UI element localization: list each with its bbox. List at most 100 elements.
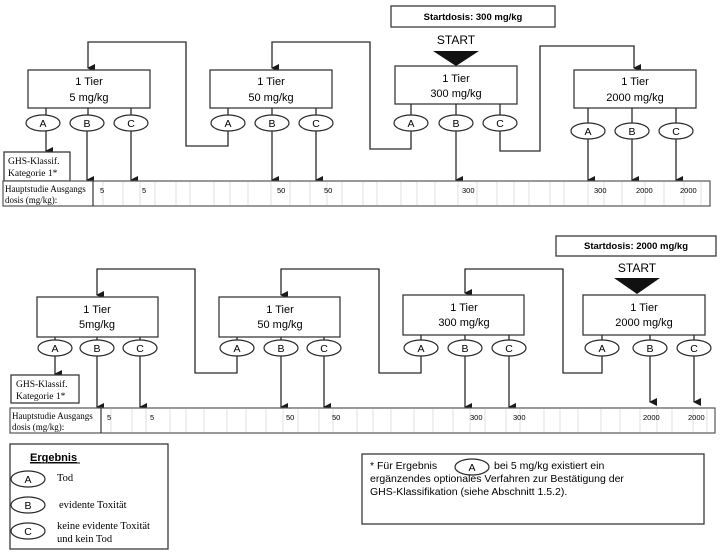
- step-dose: 2000 mg/kg: [606, 92, 663, 104]
- svg-text:B: B: [452, 118, 459, 130]
- start-triangle-icon: [614, 278, 660, 294]
- strip-value: 2000: [680, 186, 697, 195]
- svg-text:C: C: [505, 343, 513, 355]
- svg-text:C: C: [690, 343, 698, 355]
- connector-a2-to-step1: [87, 41, 229, 147]
- svg-text:A: A: [598, 343, 605, 355]
- step-dose: 50 mg/kg: [248, 92, 293, 104]
- step-box-5: 1 Tier 5mg/kg: [36, 296, 159, 338]
- connector-a3-to-step2: [280, 268, 422, 374]
- result-arrows: [45, 131, 683, 184]
- outcome-b: B: [632, 339, 668, 357]
- step-box-2000: 1 Tier 2000 mg/kg: [582, 294, 706, 336]
- strip-value: 50: [324, 186, 332, 195]
- svg-text:C: C: [320, 343, 328, 355]
- strip-value: 2000: [636, 186, 653, 195]
- strip-value: 2000: [643, 413, 660, 422]
- svg-text:A: A: [407, 118, 414, 130]
- legend-item-a: A Tod: [10, 470, 74, 488]
- strip-gridlines: [110, 409, 708, 432]
- svg-text:A: A: [584, 126, 591, 138]
- strip-label: Hauptstudie Ausgangs: [5, 184, 86, 194]
- step-animals: 1 Tier: [621, 76, 649, 88]
- connector-a3-to-step2: [271, 41, 412, 150]
- strip-value: 2000: [688, 413, 705, 422]
- outcome-stems: [45, 104, 677, 123]
- startdosis-label: Startdosis: 2000 mg/kg: [584, 241, 688, 252]
- strip-label: dosis (mg/kg):: [5, 195, 57, 205]
- step-dose: 50 mg/kg: [257, 319, 302, 331]
- svg-text:A: A: [417, 343, 424, 355]
- strip-value: 300: [594, 186, 607, 195]
- svg-text:evidente Toxität: evidente Toxität: [59, 500, 127, 511]
- strip-value: 50: [286, 413, 294, 422]
- strip-value: 300: [462, 186, 475, 195]
- outcome-a: A: [393, 114, 429, 132]
- strip-value: 5: [150, 413, 154, 422]
- footnote-prefix: * Für Ergebnis: [370, 460, 437, 472]
- outcome-a: A: [37, 339, 73, 357]
- main-study-dose-strip: Hauptstudie Ausgangs dosis (mg/kg): 5 5 …: [2, 180, 711, 207]
- svg-text:B: B: [268, 118, 275, 130]
- step-animals: 1 Tier: [75, 76, 103, 88]
- outcome-a: A: [25, 114, 61, 132]
- outcome-ellipses: A B C A B C A B C A B C: [37, 339, 712, 357]
- outcome-c: C: [482, 114, 518, 132]
- step-animals: 1 Tier: [266, 304, 294, 316]
- outcome-a: A: [570, 122, 606, 140]
- step-animals: 1 Tier: [442, 73, 470, 85]
- step-box-2000: 1 Tier 2000 mg/kg: [573, 69, 697, 109]
- step-animals: 1 Tier: [450, 302, 478, 314]
- svg-text:B: B: [83, 118, 90, 130]
- strip-label: dosis (mg/kg):: [12, 422, 64, 432]
- svg-text:GHS-Klassif.: GHS-Klassif.: [16, 379, 67, 390]
- outcome-b: B: [69, 114, 105, 132]
- strip-value: 300: [513, 413, 526, 422]
- step-box-50: 1 Tier 50 mg/kg: [209, 69, 333, 109]
- footnote-outcome-ellipse: [454, 458, 490, 476]
- outcome-c: C: [676, 339, 712, 357]
- svg-text:B: B: [646, 343, 653, 355]
- outcome-b: B: [438, 114, 474, 132]
- svg-text:B: B: [24, 500, 31, 512]
- startdosis-box: Startdosis: 300 mg/kg: [390, 5, 556, 28]
- strip-value: 5: [100, 186, 104, 195]
- step-box-5: 1 Tier 5 mg/kg: [27, 69, 151, 109]
- legend-item-b: B evidente Toxität: [10, 496, 127, 514]
- start-triangle-icon: [433, 51, 479, 66]
- legend-item-c: C keine evidente Toxität und kein Tod: [10, 521, 150, 545]
- step-box-300: 1 Tier 300 mg/kg: [394, 65, 518, 105]
- svg-text:A: A: [224, 118, 231, 130]
- connector-a2-to-step1: [96, 268, 238, 374]
- legend-title: Ergebnis: [30, 452, 77, 464]
- strip-value: 5: [142, 186, 146, 195]
- svg-text:Kategorie 1*: Kategorie 1*: [8, 169, 58, 179]
- step-animals: 1 Tier: [630, 302, 658, 314]
- svg-text:C: C: [312, 118, 320, 130]
- result-arrows: [54, 356, 701, 411]
- footnote-line3: GHS-Klassifikation (siehe Abschnitt 1.5.…: [370, 486, 567, 498]
- strip-value: 300: [470, 413, 483, 422]
- svg-text:C: C: [496, 118, 504, 130]
- svg-text:A: A: [51, 343, 58, 355]
- footnote-letter: A: [468, 462, 475, 474]
- outcome-a: A: [210, 114, 246, 132]
- outcome-c: C: [491, 339, 527, 357]
- step-dose: 2000 mg/kg: [615, 317, 672, 329]
- step-dose: 300 mg/kg: [438, 317, 489, 329]
- ghs-classification-box: GHS-Klassif. Kategorie 1*: [10, 374, 80, 404]
- svg-text:Kategorie 1*: Kategorie 1*: [16, 392, 66, 402]
- legend-box: Ergebnis A Tod B evidente Toxität C kein…: [9, 443, 169, 550]
- svg-text:C: C: [127, 118, 135, 130]
- svg-text:B: B: [93, 343, 100, 355]
- svg-text:GHS-Klassif.: GHS-Klassif.: [8, 156, 59, 167]
- svg-text:A: A: [233, 343, 240, 355]
- start-label: START: [618, 261, 657, 275]
- step-dose: 5mg/kg: [79, 319, 115, 331]
- step-dose: 5 mg/kg: [69, 92, 108, 104]
- footnote-suffix: bei 5 mg/kg existiert ein: [494, 460, 604, 472]
- outcome-b: B: [447, 339, 483, 357]
- outcome-c: C: [298, 114, 334, 132]
- outcome-c: C: [658, 122, 694, 140]
- outcome-b: B: [614, 122, 650, 140]
